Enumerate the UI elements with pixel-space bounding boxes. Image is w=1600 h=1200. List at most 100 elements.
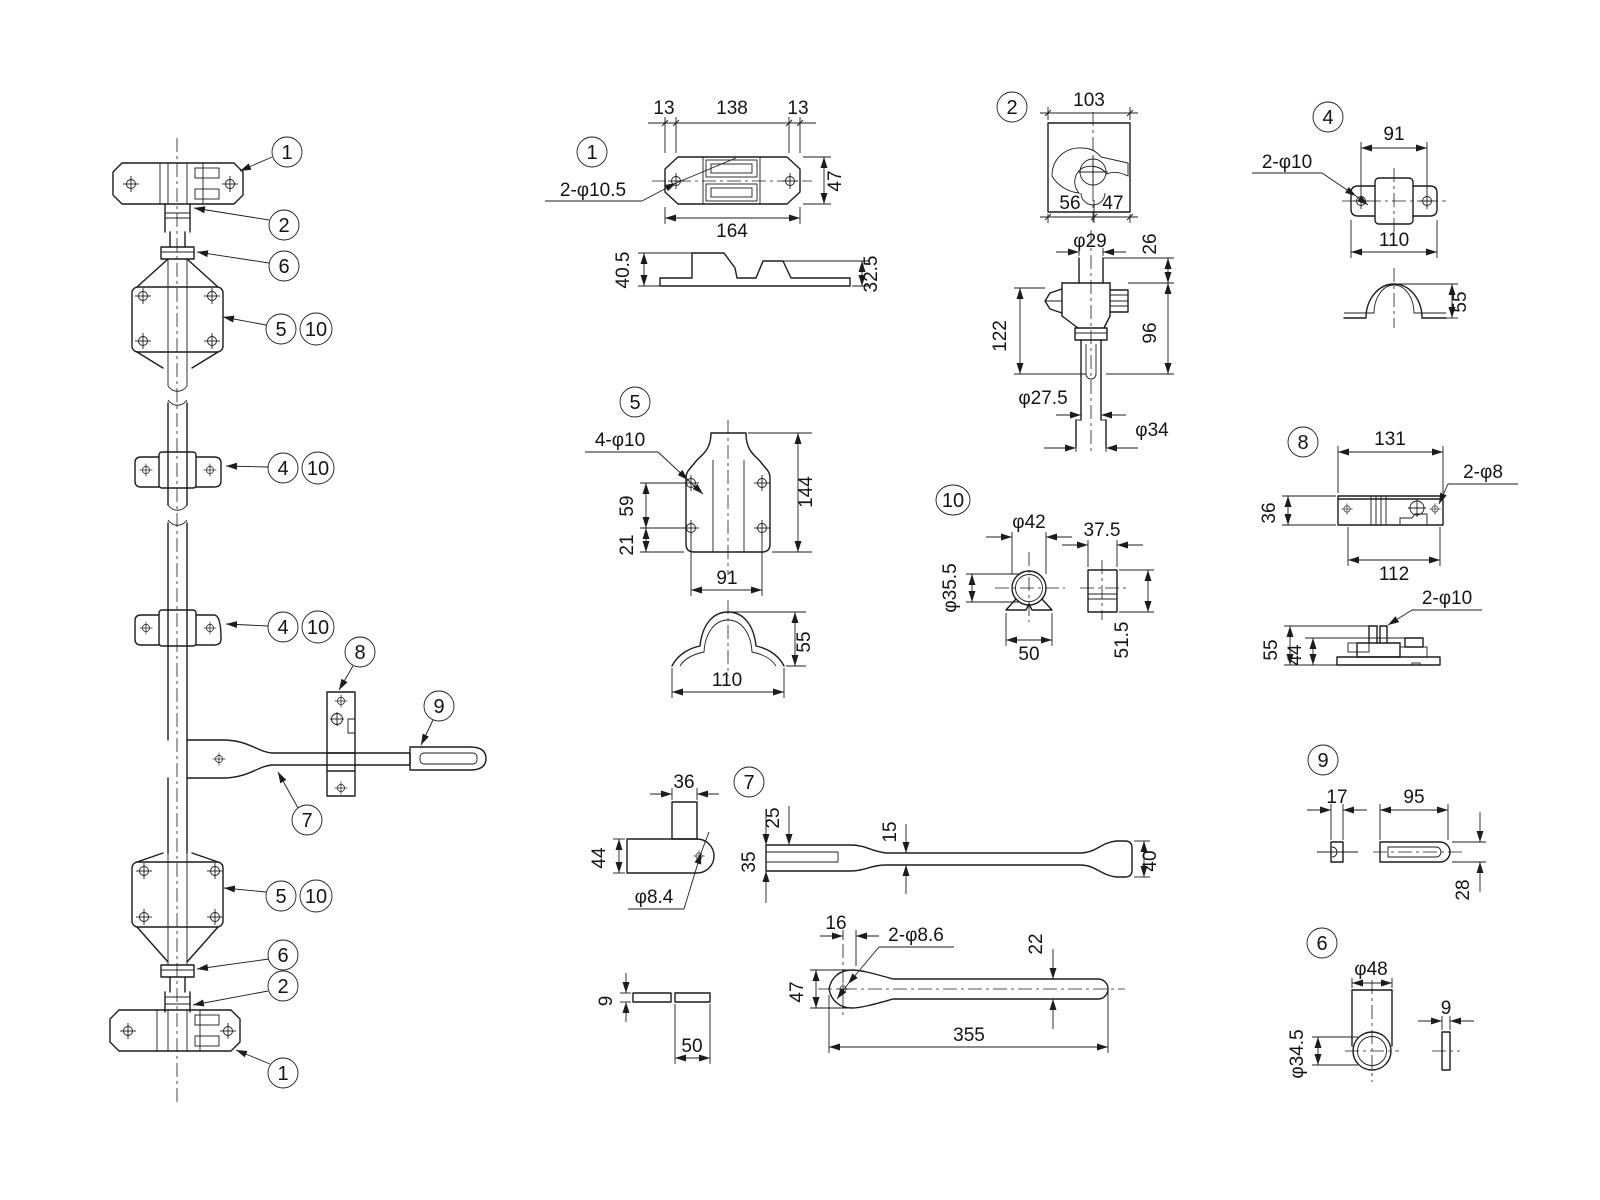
assembly-handle-grip — [409, 746, 487, 771]
assembly-bottom-keeper — [109, 1009, 241, 1052]
part8-balloon-label: 8 — [1297, 432, 1308, 454]
part5-dim-59: 59 — [617, 495, 638, 516]
balloon-10-bottom-label: 10 — [305, 886, 327, 908]
part1-hole-label: 2-φ10.5 — [560, 180, 626, 201]
balloon-4-mid1 — [267, 452, 299, 484]
detail-part10: 10 φ42 φ35.5 50 37.5 51.5 — [935, 484, 1154, 665]
part10-dim-50: 50 — [1018, 644, 1039, 665]
part8-front-view-outline — [1337, 495, 1444, 526]
assembly-top-keeper — [112, 162, 244, 205]
balloon-9 — [423, 690, 455, 722]
balloon-4-mid1-label: 4 — [277, 458, 288, 480]
part8-dim-131: 131 — [1374, 429, 1406, 450]
balloon-10-mid2 — [301, 610, 335, 644]
balloon-8 — [344, 636, 376, 668]
part9-dim-95: 95 — [1403, 787, 1424, 808]
part9-balloon-label: 9 — [1317, 750, 1328, 772]
part2-dim-26: 26 — [1140, 233, 1161, 254]
part8-holesA-label: 2-φ8 — [1463, 462, 1503, 483]
part7-block-top — [671, 801, 698, 840]
part8-dim-112: 112 — [1379, 564, 1409, 585]
part6-dim-9: 9 — [1441, 998, 1452, 1019]
part2-top-view-outline — [1047, 122, 1131, 213]
part2-dim-56: 56 — [1059, 193, 1080, 214]
rod-break — [167, 385, 188, 392]
balloon-5-top — [265, 313, 297, 345]
part8-holesB-label: 2-φ10 — [1422, 588, 1472, 609]
balloon-2-top — [268, 209, 300, 241]
detail-part5: 5 4-φ10 144 59 21 91 55 — [585, 386, 817, 698]
assembly-top-collar — [160, 246, 195, 260]
detail-part4: 4 91 2-φ10 110 55 — [1252, 101, 1471, 328]
part2-dim-103: 103 — [1073, 90, 1105, 111]
part5-dim-110: 110 — [712, 670, 742, 691]
part6-balloon-label: 6 — [1316, 933, 1327, 955]
assembly-handle-keeper — [326, 691, 356, 797]
part7-dim-47: 47 — [787, 981, 808, 1002]
detail-part2: 2 103 56 47 φ29 — [990, 90, 1174, 455]
detail-part6: 6 φ48 φ34.5 9 — [1287, 927, 1474, 1082]
part9-balloon — [1307, 744, 1339, 776]
part7-balloon-label: 7 — [743, 772, 754, 794]
detail-part1: 1 13 138 13 47 164 2-φ10.5 — [545, 98, 882, 292]
part6-balloon — [1306, 927, 1338, 959]
part10-dim-42: φ42 — [1012, 512, 1045, 533]
rod-break — [167, 399, 188, 406]
part2-dim-122: 122 — [990, 320, 1011, 352]
balloon-1-bottom-label: 1 — [277, 1063, 288, 1085]
part2-dim-27-5: φ27.5 — [1018, 388, 1067, 409]
balloon-2-bottom — [267, 970, 299, 1002]
part8-dim-55: 55 — [1261, 639, 1282, 660]
detail-part9: 9 17 95 28 — [1307, 744, 1486, 901]
part2-dim-29: φ29 — [1073, 231, 1106, 252]
part10-side-view-outline — [1087, 569, 1118, 613]
part7-dim-16: 16 — [825, 913, 846, 934]
part1-balloon — [576, 136, 608, 168]
part7-dim-9: 9 — [596, 996, 617, 1007]
balloon-2-bottom-label: 2 — [277, 976, 288, 998]
part9-dim-17: 17 — [1326, 787, 1347, 808]
assembly-top-cam — [164, 203, 191, 248]
part1-dim-32-5: 32.5 — [861, 256, 882, 293]
balloon-4-mid2 — [267, 611, 299, 643]
part2-dim-96: 96 — [1140, 322, 1161, 343]
part2-dim-34: φ34 — [1135, 420, 1169, 441]
part7-dim-40: 40 — [1140, 850, 1161, 871]
balloon-4-mid2-label: 4 — [277, 617, 288, 639]
assembly-guide-1 — [134, 451, 222, 489]
assembly-guide-2 — [134, 609, 222, 647]
part7-dim-15: 15 — [880, 821, 901, 842]
part6-dim-34-5: φ34.5 — [1287, 1029, 1308, 1078]
detail-part8: 8 131 2-φ8 36 112 — [1259, 426, 1518, 666]
part7-dim-50: 50 — [681, 1036, 702, 1057]
part4-hole-label: 2-φ10 — [1262, 152, 1312, 173]
balloon-10-bottom — [299, 879, 333, 913]
balloon-8-label: 8 — [354, 642, 365, 664]
part7-dim-355: 355 — [953, 1025, 985, 1046]
part4-dim-91: 91 — [1383, 124, 1404, 145]
balloon-1-bottom — [267, 1057, 299, 1089]
part4-dim-110: 110 — [1379, 230, 1409, 251]
part1-dim-13-left: 13 — [653, 98, 674, 119]
balloon-1-top — [271, 136, 303, 168]
part8-balloon — [1287, 426, 1319, 458]
balloon-1-top-label: 1 — [281, 142, 292, 164]
part2-balloon-label: 2 — [1006, 97, 1017, 119]
part1-top-view-outline — [664, 156, 801, 205]
part10-dim-51-5: 51.5 — [1112, 622, 1133, 659]
part1-dim-47: 47 — [825, 170, 846, 191]
detail-part7: 7 36 44 φ8.4 25 35 15 40 — [589, 766, 1161, 1064]
part4-balloon-label: 4 — [1322, 107, 1333, 129]
part1-dim-138: 138 — [716, 98, 748, 119]
part7-dim-25: 25 — [763, 807, 784, 828]
balloon-6-bottom — [267, 939, 299, 971]
part5-balloon-label: 5 — [629, 392, 640, 414]
part1-balloon-label: 1 — [586, 142, 597, 164]
assembly-view: 1 2 6 5 10 4 10 4 10 8 — [109, 136, 487, 1106]
assembly-top-bracket — [131, 258, 224, 386]
part8-dim-44: 44 — [1285, 644, 1306, 666]
part8-dim-36: 36 — [1259, 502, 1280, 523]
part1-dim-13-right: 13 — [787, 98, 808, 119]
balloon-10-top-label: 10 — [305, 319, 327, 341]
